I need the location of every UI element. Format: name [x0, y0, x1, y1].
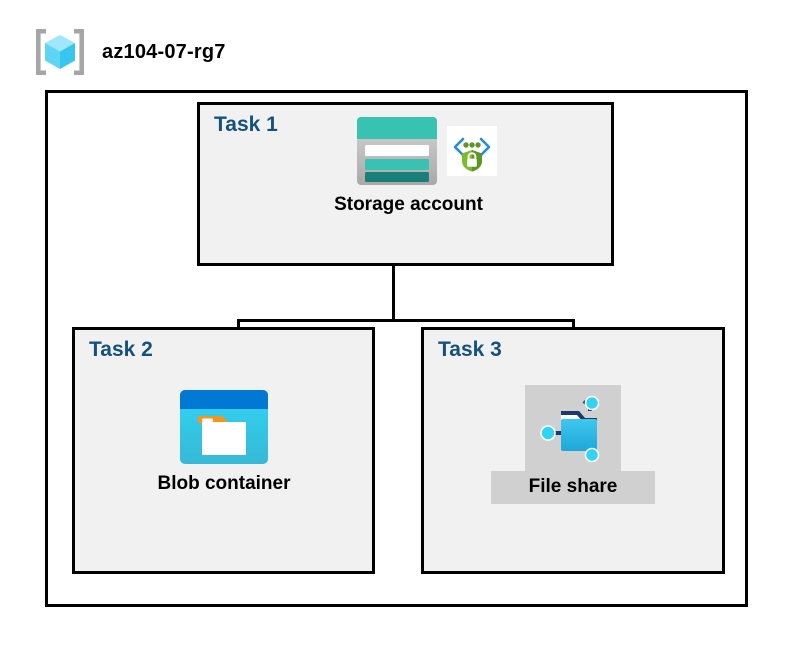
task-1-label: Task 1	[214, 113, 278, 136]
file-share-icon	[525, 385, 621, 471]
secure-endpoint-icon	[446, 126, 497, 176]
file-share-caption: File share	[490, 471, 656, 504]
blob-container-caption: Blob container	[157, 473, 291, 494]
storage-icon-row	[355, 115, 497, 187]
node-blob-container: Blob container	[102, 388, 346, 495]
node-file-share: File share	[470, 385, 676, 504]
connector-horizontal-bus	[237, 319, 575, 322]
node-storage-account: Storage account	[200, 115, 617, 216]
task-3-label: Task 3	[438, 338, 502, 361]
storage-account-caption: Storage account	[334, 194, 483, 215]
storage-account-icon	[355, 115, 439, 187]
task-2-label: Task 2	[89, 338, 153, 361]
resource-group-header: az104-07-rg7	[32, 26, 226, 78]
resource-group-name: az104-07-rg7	[102, 40, 226, 63]
blob-container-icon	[178, 388, 270, 466]
connector-storage-to-bus	[392, 266, 395, 322]
resource-group-icon	[32, 26, 88, 78]
